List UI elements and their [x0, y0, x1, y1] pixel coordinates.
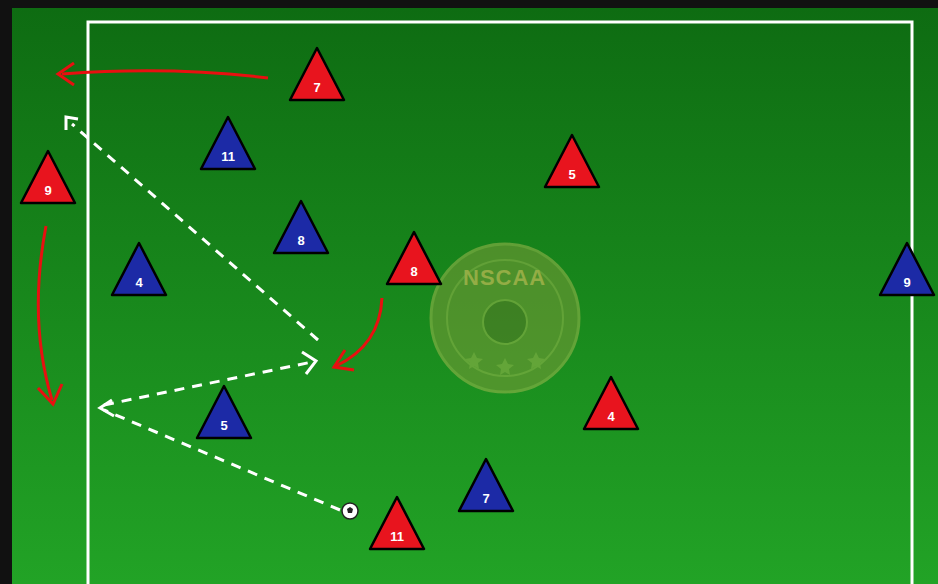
player-number: 4 [582, 410, 640, 424]
player-marker: 4 [110, 241, 168, 297]
watermark-text: NSCAA [463, 265, 546, 291]
player-marker: 7 [288, 46, 346, 102]
player-marker: 9 [19, 149, 77, 205]
pass-lines [66, 117, 340, 510]
player-marker: 11 [368, 495, 426, 551]
player-marker: 8 [272, 199, 330, 255]
player-number: 7 [288, 81, 346, 95]
player-number: 11 [199, 150, 257, 164]
player-number: 5 [195, 419, 253, 433]
pitch-line [88, 22, 912, 584]
player-marker: 5 [195, 384, 253, 440]
player-number: 9 [19, 184, 77, 198]
grass [12, 8, 938, 584]
player-number: 9 [878, 276, 936, 290]
player-number: 7 [457, 492, 515, 506]
run-arrows [38, 63, 382, 404]
player-marker: 7 [457, 457, 515, 513]
player-number: 11 [368, 530, 426, 544]
player-number: 5 [543, 168, 601, 182]
player-number: 4 [110, 276, 168, 290]
player-marker: 8 [385, 230, 443, 286]
player-number: 8 [385, 265, 443, 279]
player-marker: 5 [543, 133, 601, 189]
watermark-badge [431, 244, 579, 392]
player-number: 8 [272, 234, 330, 248]
player-marker: 4 [582, 375, 640, 431]
player-marker: 9 [878, 241, 936, 297]
player-marker: 11 [199, 115, 257, 171]
ball [342, 503, 358, 519]
